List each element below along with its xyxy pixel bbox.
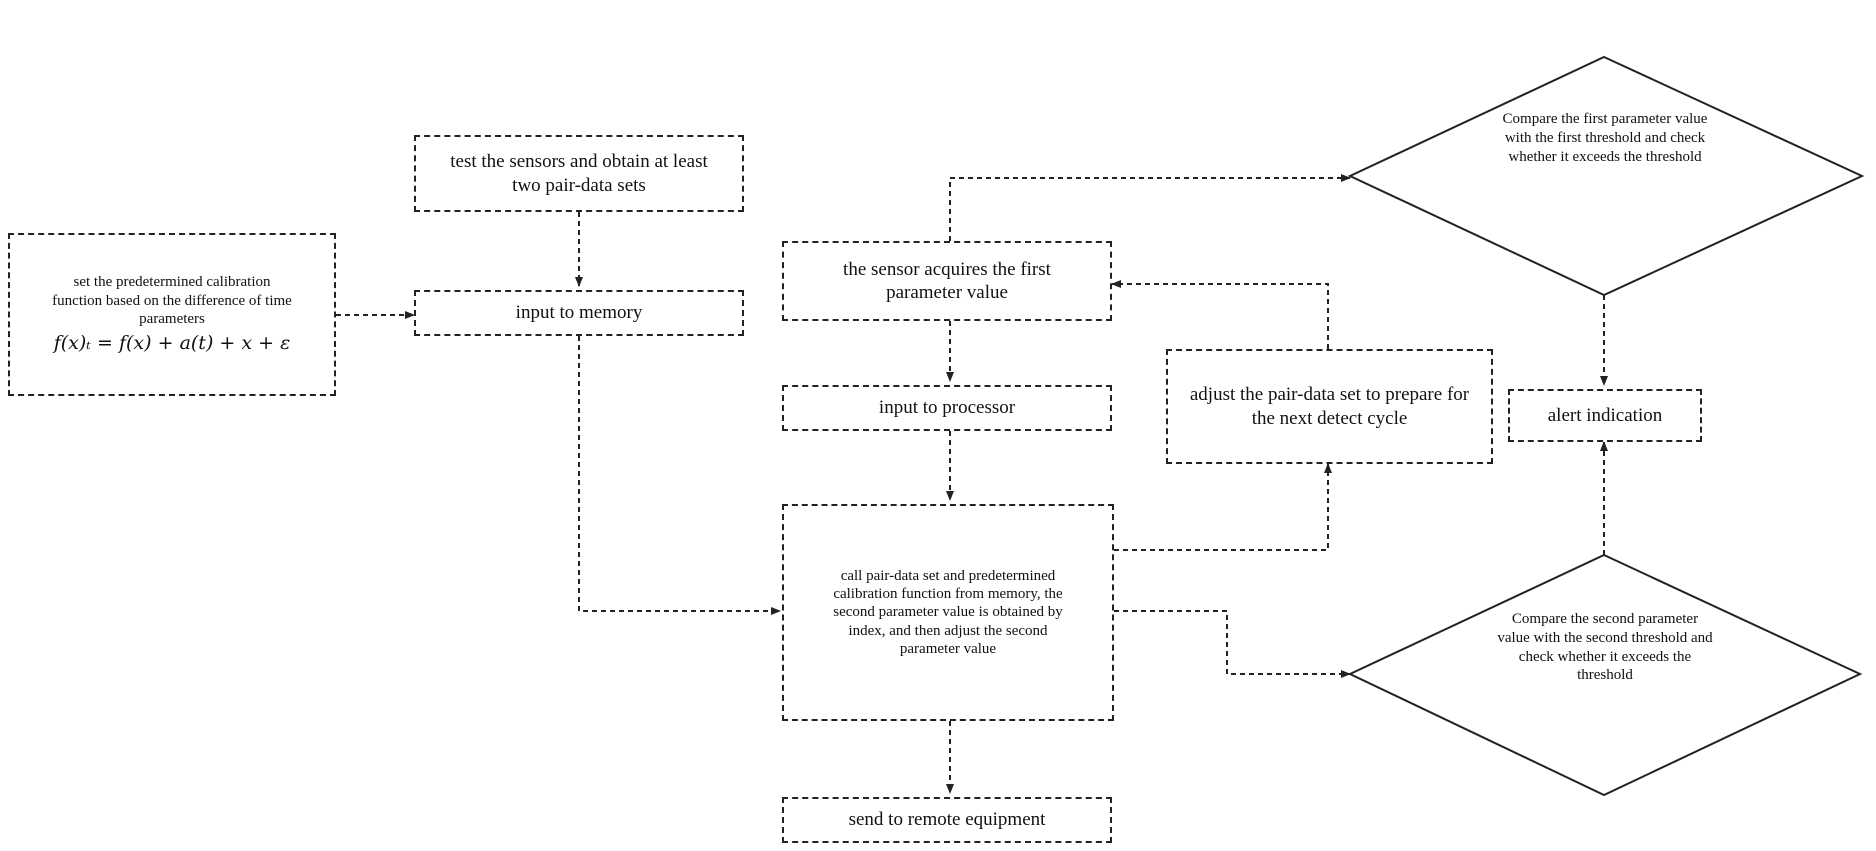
calibration-formula: f(x)ₜ = f(x) + a(t) + x + ε: [54, 332, 291, 355]
compare-second-text: Compare the second parameter value with …: [1494, 610, 1716, 685]
arrow-call-to-adjust: [1114, 464, 1328, 550]
sensor-acquires-box: the sensor acquires the first parameter …: [782, 241, 1112, 321]
alert-indication-box: alert indication: [1508, 389, 1702, 442]
test-sensors-text: test the sensors and obtain at least two…: [434, 150, 724, 196]
input-to-memory-box: input to memory: [414, 290, 744, 336]
arrow-call-to-compare-second: [1114, 611, 1350, 674]
adjust-pair-data-text: adjust the pair-data set to prepare for …: [1185, 383, 1475, 429]
set-calibration-function-text: set the predetermined calibration functi…: [47, 273, 297, 328]
sensor-acquires-text: the sensor acquires the first parameter …: [817, 258, 1077, 304]
test-sensors-box: test the sensors and obtain at least two…: [414, 135, 744, 212]
compare-first-text: Compare the first parameter value with t…: [1494, 110, 1716, 166]
set-calibration-function-box: set the predetermined calibration functi…: [8, 233, 336, 396]
adjust-pair-data-box: adjust the pair-data set to prepare for …: [1166, 349, 1493, 464]
call-pair-data-text: call pair-data set and predetermined cal…: [817, 567, 1079, 658]
alert-indication-text: alert indication: [1548, 404, 1662, 427]
arrow-memory-to-call: [579, 336, 780, 611]
arrow-sensor-to-compare-first: [950, 178, 1350, 241]
send-to-remote-box: send to remote equipment: [782, 797, 1112, 843]
call-pair-data-box: call pair-data set and predetermined cal…: [782, 504, 1114, 721]
decision-diamond-first: [1350, 57, 1862, 295]
input-to-memory-text: input to memory: [516, 301, 643, 324]
send-to-remote-text: send to remote equipment: [849, 808, 1046, 831]
arrow-adjust-to-sensor: [1112, 284, 1328, 349]
input-to-processor-box: input to processor: [782, 385, 1112, 431]
input-to-processor-text: input to processor: [879, 396, 1015, 419]
